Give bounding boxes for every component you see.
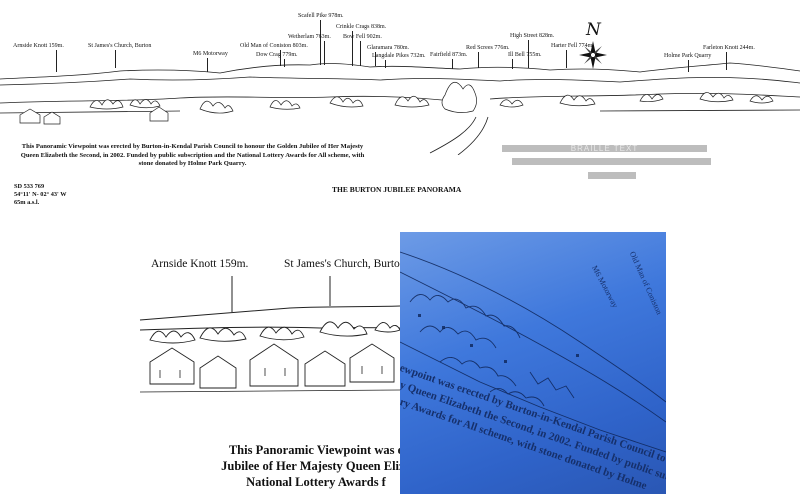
peak-label: Fairfield 873m. [430,52,468,58]
peak-label: M6 Motorway [193,51,228,57]
peak-leader-line [726,52,727,70]
latitude-longitude: 54°11' N- 02° 43' W [14,190,67,198]
grid-reference: SD 533 769 [14,183,45,190]
peak-label: Harter Fell 774m. [551,43,594,49]
peak-label: Old Man of Coniston 803m. [240,43,308,49]
compass-north-letter: N [586,20,601,40]
peak-label: Dow Crag 779m. [256,52,298,58]
zoom-dedication-line-1: This Panoramic Viewpoint was e [228,443,404,457]
peak-leader-line [320,20,321,65]
peak-leader-line [56,50,57,72]
angled-photo-of-plaque: M6 Motorway Old Man of Coniston ewpoint … [400,232,666,494]
panorama-title: THE BURTON JUBILEE PANORAMA [332,185,462,194]
zoom-dedication-line-3: National Lottery Awards f [246,475,386,489]
peak-leader-line [280,50,281,66]
compass-rose-icon: N [578,20,608,69]
peak-leader-line [360,41,361,66]
location-info: SD 533 769 54°11' N- 02° 43' W 65m a.s.l… [14,183,67,207]
peak-leader-line [478,52,479,68]
peak-label: Holme Park Quarry [664,53,712,59]
peak-leader-line [375,52,376,66]
peak-label: St James's Church, Burton [88,43,152,49]
zoom-dedication-line-2: Jubilee of Her Majesty Queen Eliza [221,459,411,473]
peak-label: Red Screes 776m. [466,45,510,51]
peak-leader-line [207,58,208,72]
dedication-text: This Panoramic Viewpoint was erected by … [20,143,365,168]
peak-leader-line [385,60,386,68]
peak-leader-line [512,59,513,69]
peak-leader-line [352,31,353,66]
peak-leader-line [528,40,529,68]
peak-leader-line [688,60,689,72]
zoomed-panorama-detail: Arnside Knott 159m. St James's Church, B… [0,232,411,501]
peak-label: Wetherlam 763m. [288,34,331,40]
zoomed-landscape-drawing [139,276,400,393]
zoom-label-church: St James's Church, Burton [284,258,406,270]
peak-leader-line [566,50,567,68]
peak-label: Glaramara 780m. [367,45,409,51]
peak-label: Arnside Knott 159m. [13,43,64,49]
panorama-landscape-drawing [0,62,800,155]
peak-leader-line [115,50,116,68]
peak-label: Scafell Pike 978m. [298,13,344,19]
zoom-label-arnside: Arnside Knott 159m. [151,258,249,270]
peak-label: Ill Bell 755m. [508,52,542,58]
peak-label: Crinkle Crags 838m. [336,24,387,30]
peak-label: High Street 828m. [510,33,555,39]
peak-label: Langdale Pikes 732m. [372,53,426,59]
altitude: 65m a.s.l. [14,198,40,206]
peak-leader-line [452,59,453,69]
peak-label: Farleton Knott 244m. [703,45,755,51]
panorama-board: Arnside Knott 159m. St James's Church, Bu… [0,0,800,230]
peak-label: Bow Fell 902m. [343,34,382,40]
peak-leader-line [324,41,325,65]
braille-label: BRAILLE TEXT [570,144,639,153]
peak-leader-line [284,59,285,67]
